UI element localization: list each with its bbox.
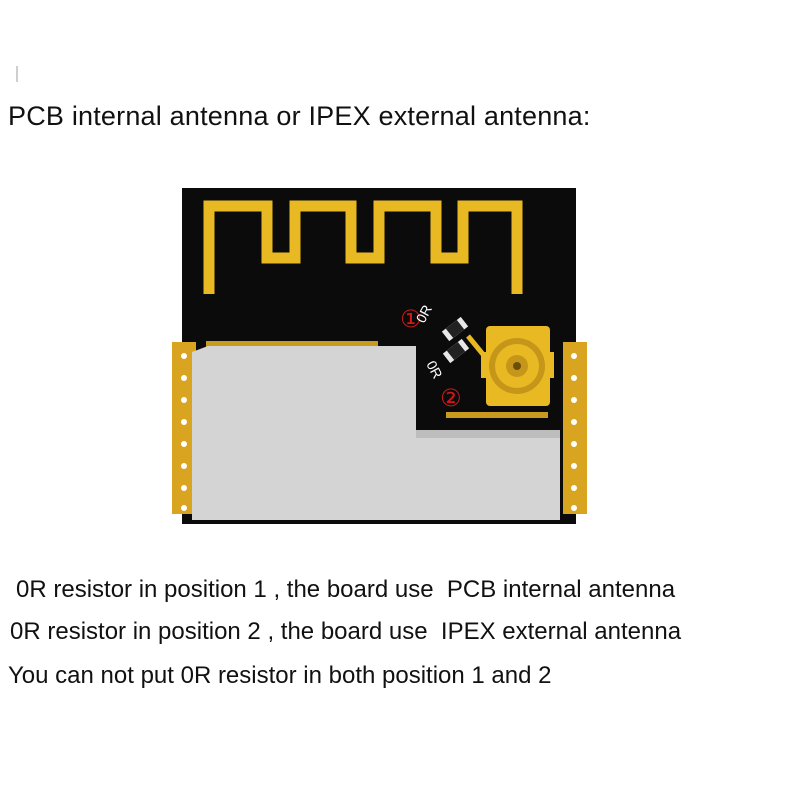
module-svg: ① 0R ② 0R [172,188,587,524]
shield-edge-right [446,412,548,418]
resistor-label-2: 0R [423,358,446,381]
right-castellated-pads [563,342,587,514]
metal-shield-shade [416,430,560,438]
position-2-marker: ② [440,385,462,412]
note-position-2: 0R resistor in position 2 , the board us… [10,618,682,645]
stray-mark [16,66,18,82]
page-title: PCB internal antenna or IPEX external an… [8,101,591,131]
ipex-connector [481,326,554,406]
wifi-module-diagram: ① 0R ② 0R [168,186,598,526]
resistor-label-1: 0R [413,302,436,325]
resistor-position-1 [441,316,469,342]
position-1-marker: ① [400,306,422,333]
note-warning: You can not put 0R resistor in both posi… [8,662,552,689]
shield-edge [206,341,378,347]
pcb-antenna-trace [203,200,523,294]
metal-shield [192,346,560,520]
resistor-position-2 [442,338,470,364]
note-position-1: 0R resistor in position 1 , the board us… [16,576,676,603]
